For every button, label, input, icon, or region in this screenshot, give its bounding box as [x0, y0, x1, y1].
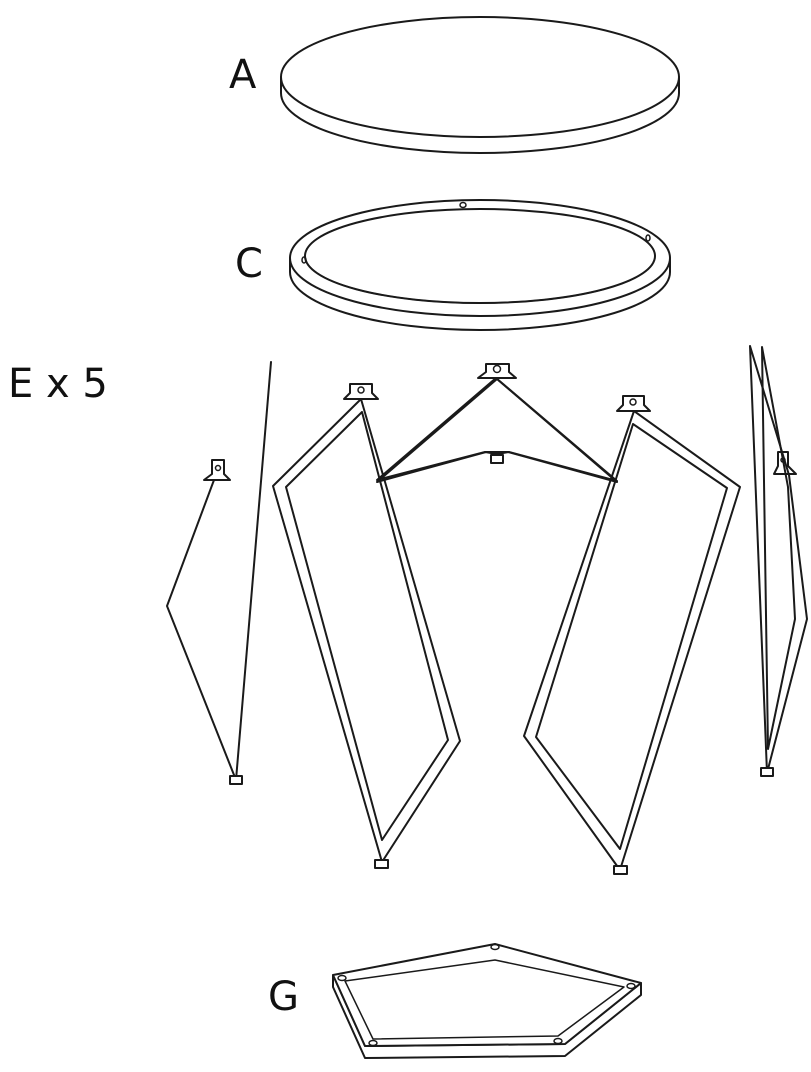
- part-e-frame-inner-right: [523, 395, 741, 875]
- part-a-tabletop: [280, 16, 680, 154]
- part-e-frame-inner-left: [272, 383, 461, 869]
- part-c-ring-frame: [289, 199, 671, 331]
- part-g-pentagon-base: [332, 943, 642, 1059]
- part-c-label: C: [235, 241, 263, 287]
- part-e-label: E x 5: [8, 361, 108, 407]
- part-g-label: G: [268, 974, 299, 1020]
- part-a-label: A: [229, 52, 257, 98]
- part-e-frame-outer-right: [749, 345, 808, 777]
- part-e-frame-outer-left: [166, 361, 272, 785]
- part-e-frame-center: [376, 363, 618, 483]
